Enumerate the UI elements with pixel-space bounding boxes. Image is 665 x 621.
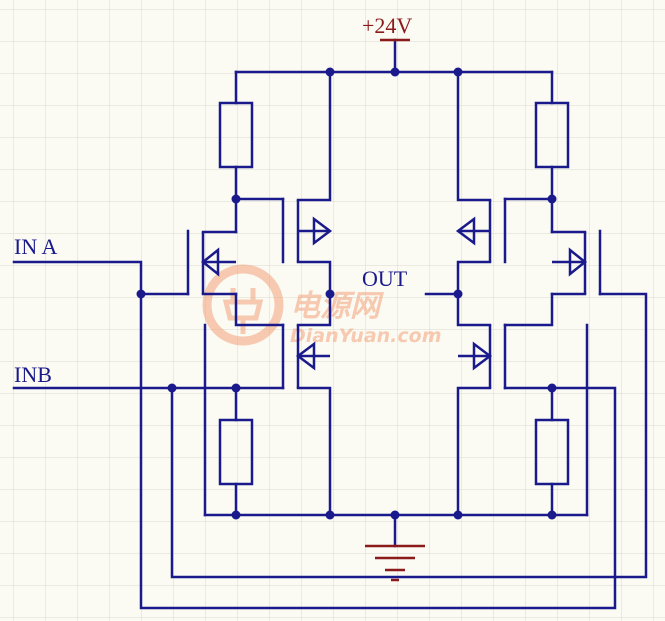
junction-right-bottom-res xyxy=(547,383,557,393)
left-lower-source xyxy=(296,386,332,517)
wires xyxy=(12,38,648,610)
right-upper-source xyxy=(456,260,492,296)
mosfets xyxy=(200,200,588,388)
mosfet-left-upper xyxy=(296,200,333,262)
resistor-left-top xyxy=(218,101,254,169)
mosfet-left-lower xyxy=(295,325,330,388)
junction-gnd-1 xyxy=(231,510,241,520)
label-input-a: IN A xyxy=(14,234,58,259)
resistors xyxy=(218,101,570,486)
junction-out xyxy=(453,289,463,299)
junction-ina xyxy=(136,289,146,299)
junctions xyxy=(136,67,557,520)
right-midpoint xyxy=(456,292,492,327)
ground-symbol xyxy=(365,544,425,582)
right-driver-to-lower-gate xyxy=(503,292,554,327)
junction-right-gate xyxy=(547,194,557,204)
junction-vcc-right xyxy=(453,67,463,77)
junction-left-bottom-res xyxy=(231,383,241,393)
junction-gnd-3 xyxy=(390,510,400,520)
right-lower-source xyxy=(456,386,492,517)
junction-inb xyxy=(167,383,177,393)
mosfet-right-driver xyxy=(552,232,588,294)
ina-long-loop xyxy=(139,292,617,610)
label-output: OUT xyxy=(362,266,408,291)
junction-vcc-mid xyxy=(390,67,400,77)
mosfet-left-driver xyxy=(200,232,236,294)
junction-gnd-2 xyxy=(325,510,335,520)
left-upper-source xyxy=(296,260,332,296)
junction-left-gate xyxy=(231,194,241,204)
ina-wire xyxy=(12,260,143,296)
power-plug-icon xyxy=(202,264,284,346)
mosfet-right-lower xyxy=(458,325,493,388)
mosfet-right-upper xyxy=(455,200,492,262)
junction-left-mid xyxy=(325,289,335,299)
left-driver-source-to-lower-gate xyxy=(234,292,285,327)
right-upper-drain xyxy=(456,70,492,202)
junction-gnd-4 xyxy=(453,510,463,520)
watermark-domain: DianYuan.com xyxy=(290,325,442,347)
left-upper-drain xyxy=(296,70,332,202)
label-input-b: INB xyxy=(14,362,52,387)
watermark-brand: 电源网 xyxy=(290,289,384,324)
resistor-left-bottom xyxy=(218,418,254,486)
junction-vcc-left xyxy=(325,67,335,77)
inb-long-loop xyxy=(170,292,648,579)
label-supply: +24V xyxy=(362,13,412,38)
resistor-right-top xyxy=(534,101,570,169)
left-midpoint xyxy=(296,292,332,327)
resistor-right-bottom xyxy=(534,418,570,486)
junction-gnd-5 xyxy=(547,510,557,520)
